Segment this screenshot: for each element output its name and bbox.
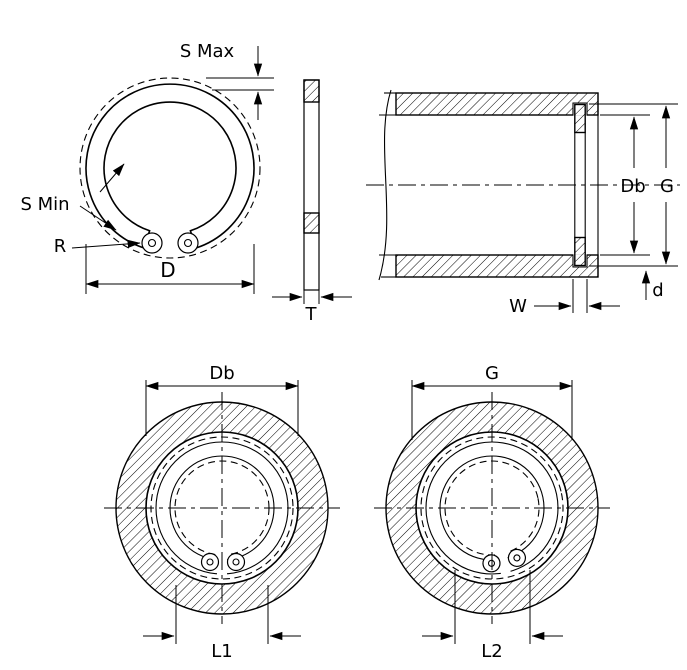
bottom-right-section-view: G L2 xyxy=(374,363,610,662)
lug-left xyxy=(482,554,501,573)
ring-section-top xyxy=(574,103,586,134)
ring-pointer-arrow xyxy=(99,163,125,193)
ring-detail-rotated xyxy=(420,436,564,580)
ring-section-bottom xyxy=(574,236,586,267)
lug-right xyxy=(226,552,246,572)
r-leader-arrow xyxy=(71,239,141,249)
l2-label: L2 xyxy=(481,641,502,662)
d-label: D xyxy=(160,258,175,282)
lug-left xyxy=(200,552,220,572)
db-label: Db xyxy=(620,176,645,197)
r-label: R xyxy=(54,236,67,257)
db-label: Db xyxy=(209,363,234,384)
g-label: G xyxy=(660,176,674,197)
groove-outline-bottom xyxy=(572,254,588,268)
ring-side-profile xyxy=(303,79,320,291)
housing-wall-top xyxy=(395,92,599,116)
ring-gap xyxy=(494,542,512,577)
lug-hole-right xyxy=(183,238,193,248)
ring-side-section-top xyxy=(303,79,320,103)
free-diameter-dashed-circle xyxy=(79,77,261,259)
lug-hole-left xyxy=(147,238,157,248)
ring-free-outer-dashed xyxy=(420,436,564,580)
lug-hole-right xyxy=(232,558,240,566)
groove-outline-top xyxy=(572,102,588,116)
circlip-lug-right xyxy=(177,232,199,254)
ring-side-section-mid xyxy=(303,212,320,234)
lug-hole-left xyxy=(206,558,214,566)
lug-right xyxy=(507,548,527,568)
smin-label: S Min xyxy=(20,194,69,215)
front-view: S Max S Min R D xyxy=(20,41,274,294)
installed-section-view: Db G W d xyxy=(366,89,680,317)
smax-label: S Max xyxy=(180,41,235,62)
break-line xyxy=(378,89,392,281)
g-label: G xyxy=(485,363,499,384)
circlip-lug-left xyxy=(141,232,163,254)
d-depth-label: d xyxy=(652,280,663,301)
housing-wall-bottom xyxy=(395,254,599,278)
bottom-left-section-view: Db L1 xyxy=(104,363,340,662)
smin-leader-arrow xyxy=(79,205,117,231)
l1-label: L1 xyxy=(211,641,232,662)
side-view: T xyxy=(272,79,352,325)
w-label: W xyxy=(509,296,527,317)
t-label: T xyxy=(305,304,318,325)
lug-hole-right xyxy=(513,554,521,562)
